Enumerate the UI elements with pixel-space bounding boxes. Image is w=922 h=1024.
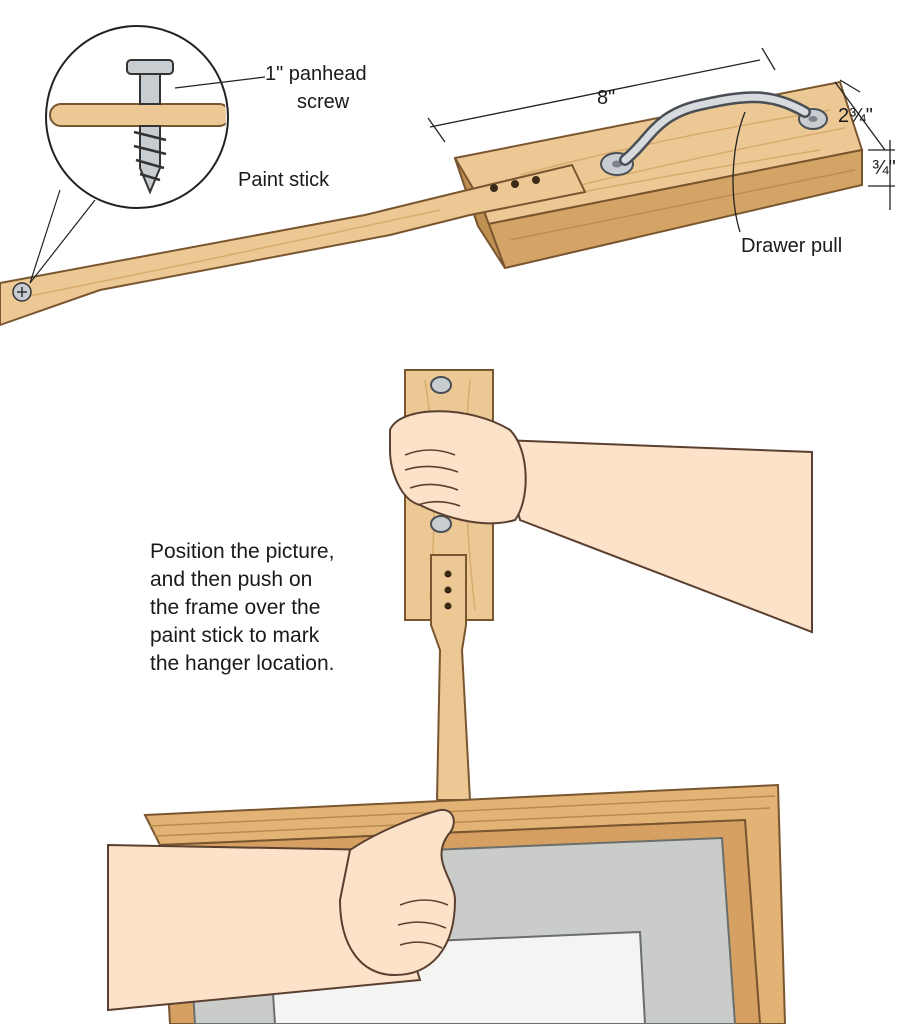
length-dimension-label: 8": [597, 87, 615, 109]
lower-hand: [107, 808, 457, 1012]
caption-line-2: and then push on: [150, 568, 312, 591]
drawer-pull-label: Drawer pull: [741, 235, 842, 257]
screw-label-line1: 1" panhead: [265, 63, 367, 85]
width-dimension-label: 2¾": [838, 105, 873, 127]
paint-stick-label: Paint stick: [238, 169, 330, 191]
thickness-dimension-label: ¾": [872, 157, 896, 179]
screw-detail-callout: [29, 25, 266, 284]
caption-line-1: Position the picture,: [150, 540, 334, 563]
drawer-pull: [600, 91, 828, 176]
dimension-lines: [427, 47, 895, 233]
top-illustration: [0, 25, 895, 327]
screw-label-line2: screw: [297, 91, 350, 113]
instruction-caption: Position the picture, and then push on t…: [150, 540, 334, 675]
vertical-paint-stick: [430, 554, 472, 801]
caption-line-5: the hanger location.: [150, 652, 334, 675]
upper-hand: [389, 410, 813, 634]
caption-line-3: the frame over the: [150, 596, 320, 619]
bottom-illustration: [107, 369, 813, 1024]
paint-stick: [0, 163, 587, 327]
caption-line-4: paint stick to mark: [150, 624, 320, 647]
